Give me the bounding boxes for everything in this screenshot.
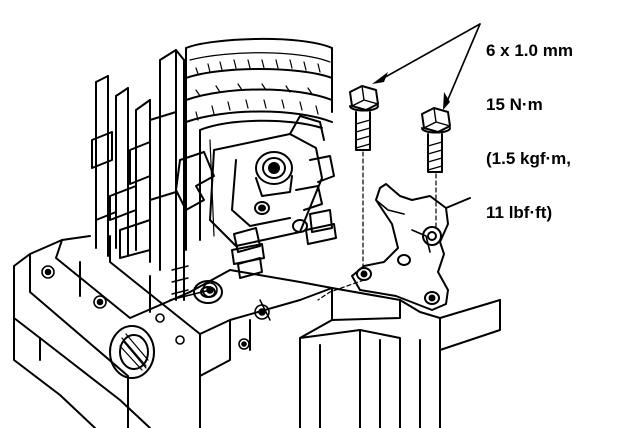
- arrowheads: [372, 72, 450, 110]
- flange-bolt: [421, 107, 451, 173]
- threaded-hole: [109, 325, 155, 379]
- installed-bolt-right: [305, 209, 337, 245]
- shift-lever-bracket: [351, 183, 471, 311]
- callout-leaders: [379, 23, 481, 105]
- transmission-housing: [13, 235, 501, 428]
- torque-nm-label: 15 N·m: [486, 95, 543, 114]
- torque-spec-callout: 6 x 1.0 mm 15 N·m (1.5 kgf·m, 11 lbf·ft): [486, 6, 573, 240]
- installed-bolt: [231, 227, 265, 279]
- torque-lbfft-label: 11 lbf·ft): [486, 203, 553, 222]
- shift-shaft-assembly: [91, 49, 189, 301]
- shift-lever-housing: [175, 115, 335, 247]
- installed-bolt-small: [193, 280, 223, 304]
- gear-shaft: [185, 37, 333, 251]
- bolt-size-label: 6 x 1.0 mm: [486, 41, 573, 60]
- torque-kgfm-label: (1.5 kgf·m,: [486, 149, 572, 168]
- flange-bolt: [349, 85, 379, 151]
- alignment-lines: [317, 151, 437, 301]
